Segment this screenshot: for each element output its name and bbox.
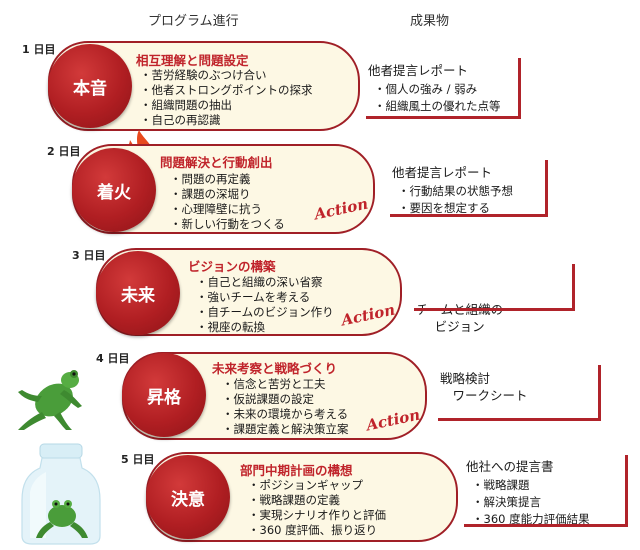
program-item: 360 度評価、振り返り bbox=[248, 523, 386, 538]
day-label-3: 3 日目 bbox=[72, 249, 106, 262]
result-bracket-5-v bbox=[625, 455, 628, 527]
result-bracket-5 bbox=[464, 524, 628, 527]
program-item: 自チームのビジョン作り bbox=[196, 305, 334, 320]
program-title-2: 問題解決と行動創出 bbox=[160, 155, 273, 170]
result-bracket-1 bbox=[366, 116, 518, 119]
result-bracket-3-v bbox=[572, 264, 575, 311]
output-1: 他者提言レポート 個人の強み / 弱み 組織風土の優れた点等 bbox=[368, 62, 501, 115]
program-item: 新しい行動をつくる bbox=[170, 217, 285, 232]
output-item: 戦略課題 bbox=[472, 477, 590, 494]
keyword-circle-1: 本音 bbox=[48, 44, 132, 128]
keyword-circle-5: 決意 bbox=[146, 455, 230, 539]
program-item: 視座の転換 bbox=[196, 320, 334, 335]
program-title-4: 未来考察と戦略づくり bbox=[212, 361, 338, 376]
program-item: 組織問題の抽出 bbox=[140, 98, 313, 113]
program-item: 信念と苦労と工夫 bbox=[222, 377, 349, 392]
program-item: 戦略課題の定義 bbox=[248, 493, 386, 508]
result-bracket-1-v bbox=[518, 58, 521, 119]
program-title-3: ビジョンの構築 bbox=[188, 259, 276, 274]
program-item: 未来の環境から考える bbox=[222, 407, 349, 422]
program-item: 自己の再認識 bbox=[140, 113, 313, 128]
output-title-3: チームと組織の ビジョン bbox=[416, 302, 503, 334]
jar-with-frog-icon bbox=[21, 443, 101, 545]
output-item: 360 度能力評価結果 bbox=[472, 511, 590, 528]
output-item: 解決策提言 bbox=[472, 494, 590, 511]
program-item: 他者ストロングポイントの探求 bbox=[140, 83, 313, 98]
day-label-1: 1 日目 bbox=[22, 43, 56, 56]
output-title-1: 他者提言レポート bbox=[368, 63, 469, 78]
program-item: 課題定義と解決策立案 bbox=[222, 422, 349, 437]
output-item: 行動結果の状態予想 bbox=[398, 183, 514, 200]
program-item: 自己と組織の深い省察 bbox=[196, 275, 334, 290]
result-bracket-2 bbox=[390, 214, 547, 217]
output-2: 他者提言レポート 行動結果の状態予想 要因を想定する bbox=[392, 164, 513, 217]
output-5: 他社への提言書 戦略課題 解決策提言 360 度能力評価結果 bbox=[466, 458, 590, 528]
output-items-5: 戦略課題 解決策提言 360 度能力評価結果 bbox=[472, 477, 590, 528]
result-bracket-4-v bbox=[598, 365, 601, 421]
day-label-2: 2 日目 bbox=[47, 145, 81, 158]
output-title-5: 他社への提言書 bbox=[466, 459, 554, 474]
output-item: 要因を想定する bbox=[398, 200, 513, 217]
output-title-4: 戦略検討 ワークシート bbox=[440, 371, 528, 403]
program-items-4: 信念と苦労と工夫 仮説課題の設定 未来の環境から考える 課題定義と解決策立案 bbox=[222, 377, 349, 437]
day-label-4: 4 日目 bbox=[96, 352, 130, 365]
day-label-5: 5 日目 bbox=[121, 453, 155, 466]
program-item: 強いチームを考える bbox=[196, 290, 334, 305]
program-item: 心理障壁に抗う bbox=[170, 202, 285, 217]
program-item: 課題の深堀り bbox=[170, 187, 285, 202]
program-item: 仮説課題の設定 bbox=[222, 392, 349, 407]
output-item: 個人の強み / 弱み bbox=[374, 81, 501, 98]
result-bracket-4 bbox=[438, 418, 600, 421]
output-items-2: 行動結果の状態予想 要因を想定する bbox=[398, 183, 514, 217]
keyword-circle-3: 未来 bbox=[96, 251, 180, 335]
program-item: 問題の再定義 bbox=[170, 172, 285, 187]
result-bracket-2-v bbox=[545, 160, 548, 217]
frog-icon bbox=[18, 370, 82, 430]
output-items-1: 個人の強み / 弱み 組織風土の優れた点等 bbox=[374, 81, 501, 115]
keyword-circle-4: 昇格 bbox=[122, 353, 206, 437]
header-program: プログラム進行 bbox=[148, 14, 239, 29]
keyword-circle-2: 着火 bbox=[72, 148, 156, 232]
program-items-5: ポジションギャップ 戦略課題の定義 実現シナリオ作りと評価 360 度評価、振り… bbox=[248, 478, 387, 538]
output-title-2: 他者提言レポート bbox=[392, 165, 493, 180]
program-items-1: 苦労経験のぶつけ合い 他者ストロングポイントの探求 組織問題の抽出 自己の再認識 bbox=[140, 68, 313, 128]
output-item: 組織風土の優れた点等 bbox=[374, 98, 501, 115]
result-bracket-3 bbox=[414, 308, 574, 311]
header-results: 成果物 bbox=[410, 14, 450, 29]
program-title-1: 相互理解と問題設定 bbox=[136, 53, 249, 68]
output-4: 戦略検討 ワークシート bbox=[440, 370, 528, 404]
program-title-5: 部門中期計画の構想 bbox=[240, 463, 353, 478]
program-item: 実現シナリオ作りと評価 bbox=[248, 508, 387, 523]
program-items-2: 問題の再定義 課題の深堀り 心理障壁に抗う 新しい行動をつくる bbox=[170, 172, 285, 232]
program-item: ポジションギャップ bbox=[248, 478, 386, 493]
program-item: 苦労経験のぶつけ合い bbox=[140, 68, 313, 83]
program-items-3: 自己と組織の深い省察 強いチームを考える 自チームのビジョン作り 視座の転換 bbox=[196, 275, 334, 335]
